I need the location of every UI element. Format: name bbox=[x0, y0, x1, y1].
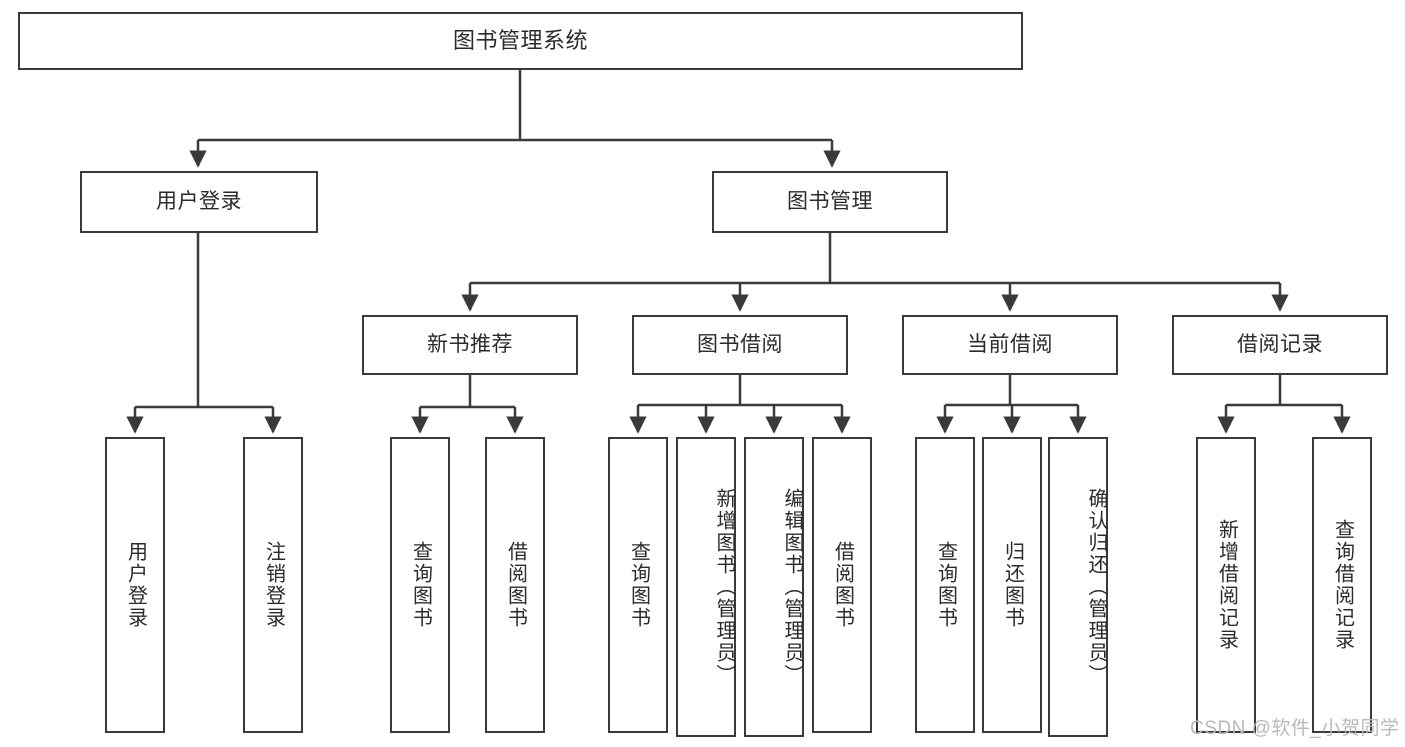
leaf-add-book-admin[interactable]: 新增图书（管理员） bbox=[676, 437, 736, 737]
leaf-query-book-current[interactable]: 查询图书 bbox=[915, 437, 975, 733]
node-book-borrow[interactable]: 图书借阅 bbox=[632, 315, 848, 375]
node-book-management[interactable]: 图书管理 bbox=[712, 171, 948, 233]
leaf-logout[interactable]: 注销登录 bbox=[243, 437, 303, 733]
watermark-text: CSDN @软件_小贺同学 bbox=[1190, 718, 1400, 739]
node-borrow-record[interactable]: 借阅记录 bbox=[1172, 315, 1388, 375]
leaf-add-borrow-record[interactable]: 新增借阅记录 bbox=[1196, 437, 1256, 733]
leaf-borrow-book-newbook[interactable]: 借阅图书 bbox=[485, 437, 545, 733]
leaf-query-book-newbook[interactable]: 查询图书 bbox=[390, 437, 450, 733]
leaf-query-book-borrow[interactable]: 查询图书 bbox=[608, 437, 668, 733]
node-current-borrow[interactable]: 当前借阅 bbox=[902, 315, 1118, 375]
leaf-user-login[interactable]: 用户登录 bbox=[105, 437, 165, 733]
node-new-book-recommend[interactable]: 新书推荐 bbox=[362, 315, 578, 375]
node-root[interactable]: 图书管理系统 bbox=[18, 12, 1023, 70]
leaf-confirm-return-admin[interactable]: 确认归还（管理员） bbox=[1048, 437, 1108, 737]
leaf-edit-book-admin[interactable]: 编辑图书（管理员） bbox=[744, 437, 804, 737]
leaf-borrow-book[interactable]: 借阅图书 bbox=[812, 437, 872, 733]
leaf-return-book[interactable]: 归还图书 bbox=[982, 437, 1042, 733]
node-user-login[interactable]: 用户登录 bbox=[80, 171, 318, 233]
leaf-query-borrow-record[interactable]: 查询借阅记录 bbox=[1312, 437, 1372, 733]
